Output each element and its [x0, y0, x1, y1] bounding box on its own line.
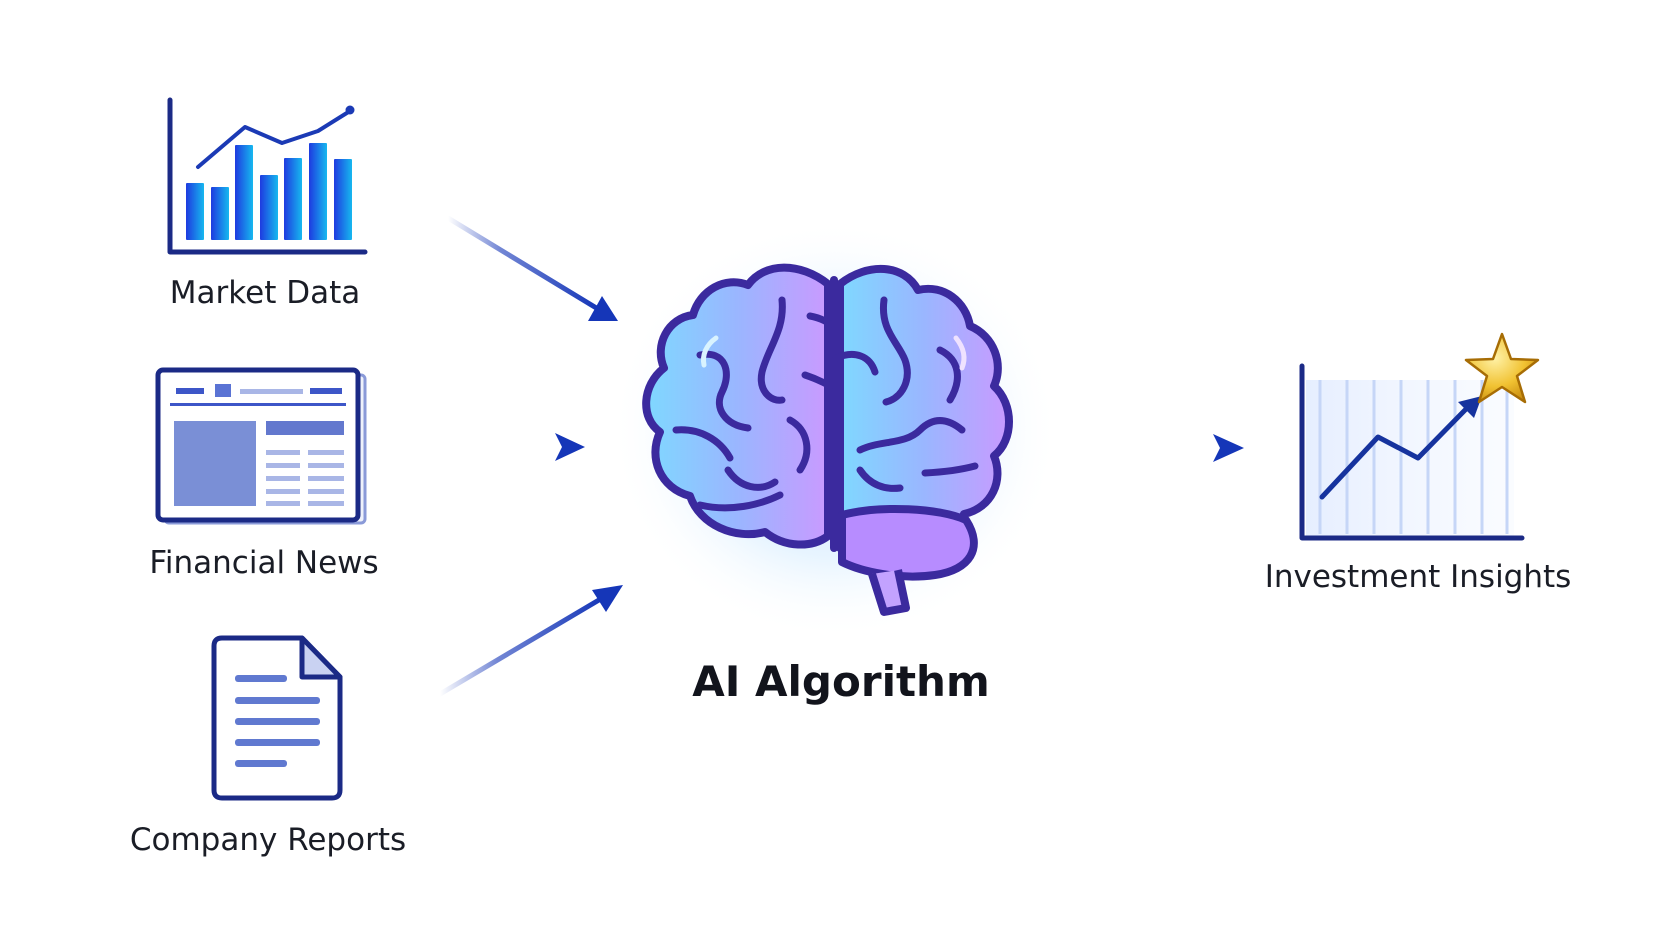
center-label-ai-algorithm: AI Algorithm	[692, 657, 990, 706]
arrow-ai-to-insights	[1062, 434, 1244, 462]
source-label-company-reports: Company Reports	[129, 822, 407, 858]
growth-chart-star-icon	[1299, 332, 1540, 541]
output-label-investment-insights: Investment Insights	[1264, 559, 1572, 595]
bar-chart-icon	[167, 97, 368, 255]
brain-icon	[610, 220, 1060, 640]
arrow-news-to-ai	[425, 433, 585, 461]
arrow-reports-to-ai	[437, 585, 623, 697]
source-label-market-data: Market Data	[169, 275, 361, 311]
newspaper-icon	[155, 367, 367, 525]
source-label-financial-news: Financial News	[149, 545, 379, 581]
document-icon	[211, 635, 343, 801]
arrow-market-to-ai	[445, 215, 618, 321]
